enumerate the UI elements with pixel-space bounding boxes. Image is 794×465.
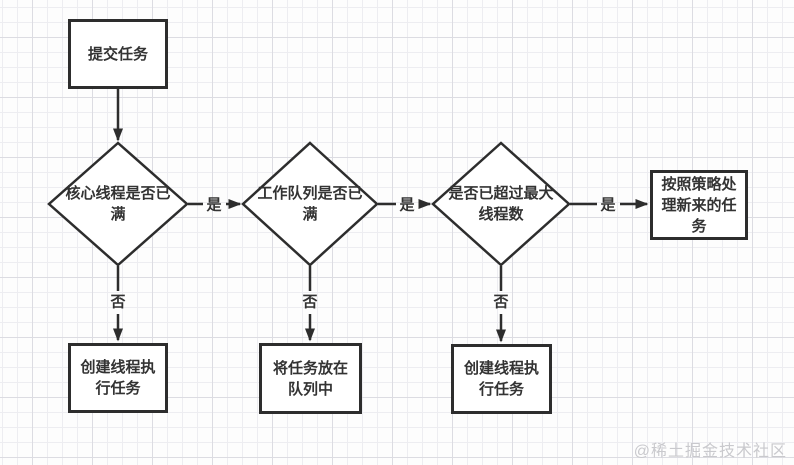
node-exceed-max-threads-label: 是否已超过最大线程数 — [448, 185, 554, 223]
node-handle-by-policy: 按照策略处理新来的任务 — [650, 170, 748, 240]
decision-queue-full-shape — [241, 141, 379, 267]
node-work-queue-full-label: 工作队列是否已满 — [257, 185, 363, 223]
edge-label-yes-2: 是 — [399, 196, 415, 214]
node-core-threads-full-label: 核心线程是否已满 — [65, 185, 171, 223]
node-put-in-queue: 将任务放在队列中 — [259, 343, 362, 414]
edge-label-yes-3: 是 — [600, 196, 616, 214]
edge-label-no-3: 否 — [493, 293, 509, 311]
node-create-thread-2-label: 创建线程执行任务 — [463, 360, 539, 398]
edge-label-no-2: 否 — [302, 293, 318, 311]
node-core-threads-full: 核心线程是否已满 — [49, 143, 187, 265]
node-put-in-queue-label: 将任务放在队列中 — [272, 359, 348, 398]
edge-label-yes-1: 是 — [206, 196, 222, 214]
node-work-queue-full: 工作队列是否已满 — [243, 143, 377, 265]
node-create-thread-2: 创建线程执行任务 — [451, 344, 552, 414]
decision-exceed-max-shape — [431, 141, 571, 267]
watermark: @稀土掘金技术社区 — [633, 443, 787, 460]
node-submit-task-label: 提交任务 — [87, 45, 148, 63]
edge-label-no-1: 否 — [110, 293, 126, 311]
node-handle-by-policy-label: 按照策略处理新来的任务 — [661, 175, 737, 235]
node-submit-task: 提交任务 — [68, 19, 168, 89]
node-create-thread-1: 创建线程执行任务 — [68, 343, 168, 413]
decision-core-full-shape — [47, 141, 189, 267]
node-create-thread-1-label: 创建线程执行任务 — [80, 359, 156, 397]
node-exceed-max-threads: 是否已超过最大线程数 — [433, 143, 569, 265]
